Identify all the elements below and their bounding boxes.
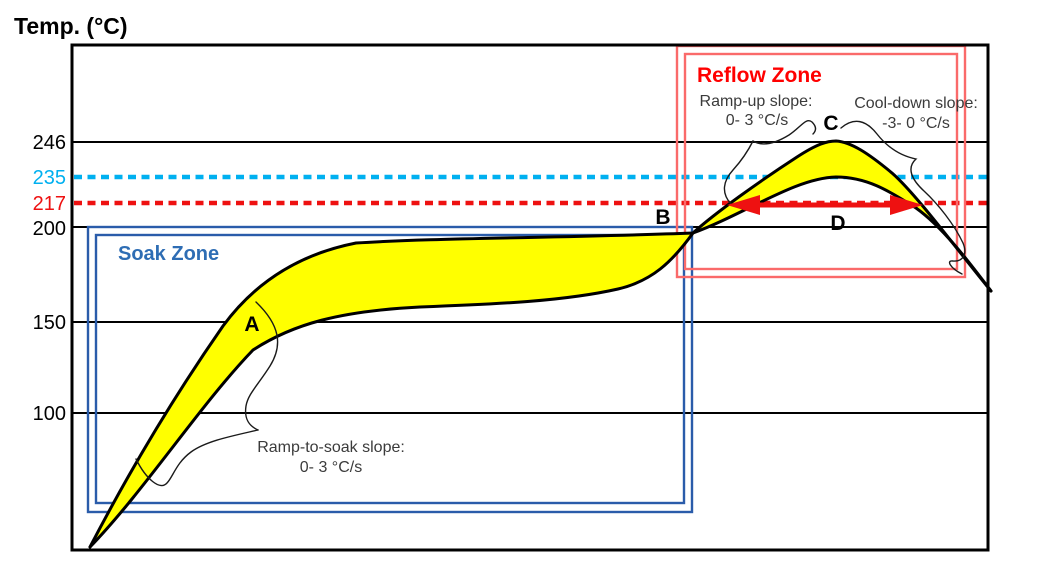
ramp-up-brace <box>723 120 817 205</box>
point-label-d: D <box>830 212 845 235</box>
soak-zone-label: Soak Zone <box>118 243 219 265</box>
reflow-zone-box-inner <box>683 52 959 271</box>
y-axis-title: Temp. (°C) <box>14 13 128 39</box>
point-label-b: B <box>655 206 670 229</box>
ytick-150: 150 <box>33 312 66 334</box>
ytick-200: 200 <box>33 218 66 240</box>
ramp-up-label-line2: 0- 3 °C/s <box>726 112 788 129</box>
cool-down-brace <box>840 120 966 275</box>
ramp-to-soak-label-line1: Ramp-to-soak slope: <box>257 439 405 456</box>
soak-zone-box-inner <box>94 233 686 505</box>
ramp-to-soak-brace-lower <box>135 429 259 487</box>
plot-frame <box>70 43 990 552</box>
cool-down-label-line2: -3- 0 °C/s <box>882 115 950 132</box>
point-label-c: C <box>823 112 838 135</box>
point-label-a: A <box>244 313 259 336</box>
min-profile-curve <box>88 139 993 549</box>
ytick-217: 217 <box>33 193 66 215</box>
reflow-zone-label: Reflow Zone <box>697 64 822 87</box>
ytick-246: 246 <box>33 132 66 154</box>
ramp-up-label-line1: Ramp-up slope: <box>700 93 813 110</box>
soak-zone-box-outer <box>86 225 694 514</box>
ytick-100: 100 <box>33 403 66 425</box>
ramp-to-soak-label-line2: 0- 3 °C/s <box>300 459 362 476</box>
ytick-235: 235 <box>33 167 66 189</box>
arrow-head-left <box>727 195 760 215</box>
arrow-head-right <box>890 195 923 215</box>
ramp-to-soak-brace-upper <box>244 301 279 431</box>
cool-down-label-line1: Cool-down slope: <box>854 95 978 112</box>
